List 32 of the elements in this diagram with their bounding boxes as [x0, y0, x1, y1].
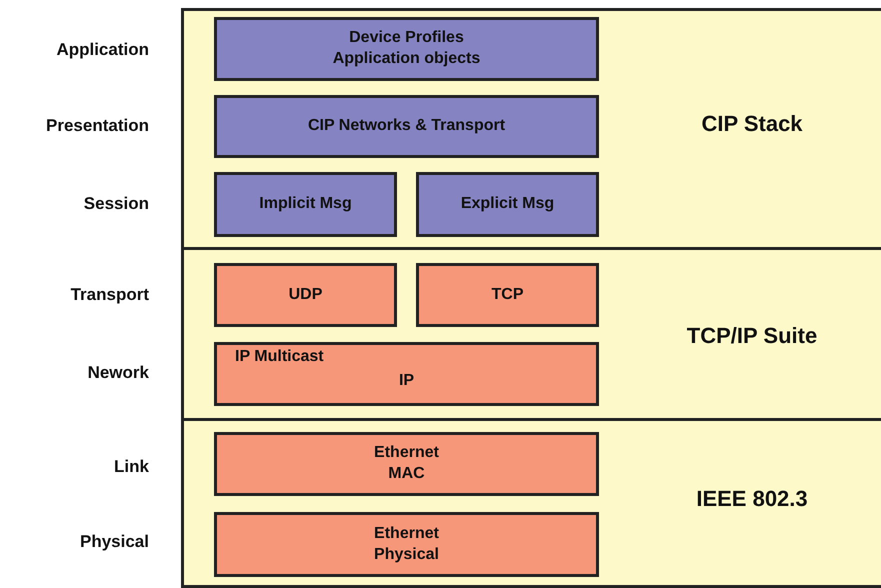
osi-layer-label: Physical	[80, 532, 149, 552]
protocol-box	[214, 342, 599, 406]
protocol-box	[214, 263, 397, 327]
protocol-label: UDP	[288, 284, 324, 305]
osi-layer-label: Link	[114, 457, 149, 477]
protocol-box	[214, 512, 599, 577]
protocol-label: IP Multicast	[235, 347, 324, 367]
protocol-label: CIP Networks & Transport	[306, 116, 506, 136]
layer-band	[181, 8, 881, 250]
protocol-label: TCP	[490, 284, 524, 305]
osi-layer-label: Application	[56, 40, 149, 60]
protocol-label: Ethernet Physical	[373, 524, 440, 564]
osi-layer-label: Presentation	[46, 116, 149, 136]
band-title: IEEE 802.3	[696, 486, 808, 512]
band-title: TCP/IP Suite	[686, 323, 818, 349]
layer-band	[181, 418, 881, 588]
protocol-label: Device Profiles Application objects	[332, 28, 482, 69]
band-title: CIP Stack	[701, 111, 803, 137]
protocol-box	[416, 172, 599, 237]
osi-layer-label: Session	[84, 194, 149, 214]
protocol-box	[214, 17, 599, 81]
osi-layer-label: Nework	[88, 363, 149, 383]
protocol-box	[214, 172, 397, 237]
protocol-box	[214, 95, 599, 158]
protocol-box	[416, 263, 599, 327]
protocol-box	[214, 432, 599, 496]
layer-band	[181, 247, 881, 421]
protocol-label: Implicit Msg	[258, 194, 353, 214]
protocol-label: Explicit Msg	[460, 194, 556, 214]
protocol-label: Ethernet MAC	[373, 443, 440, 484]
protocol-label: IP	[398, 370, 414, 391]
osi-layer-label: Transport	[70, 285, 149, 305]
